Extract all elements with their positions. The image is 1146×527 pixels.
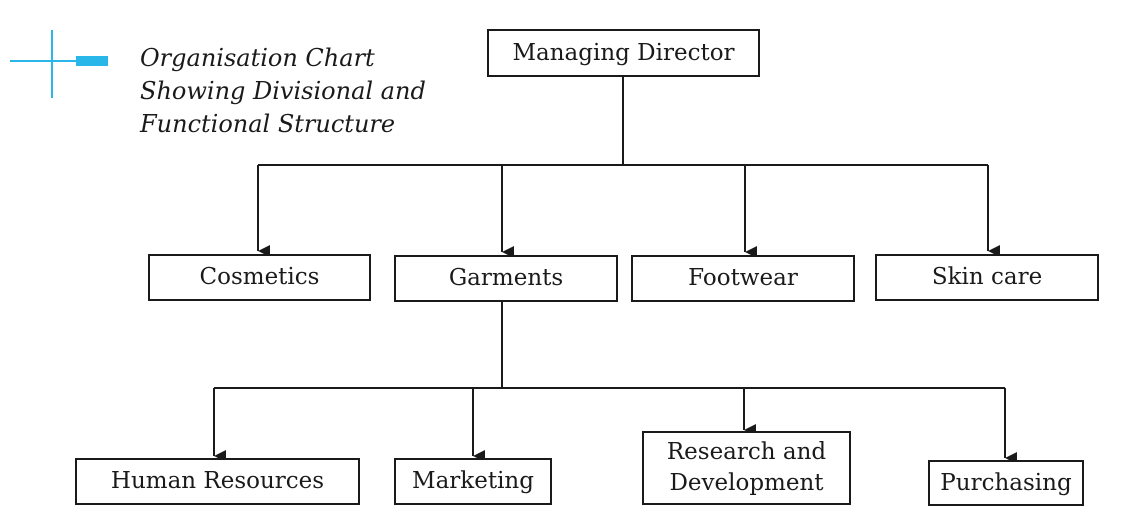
node-label: Cosmetics <box>199 264 320 290</box>
node-footwear: Footwear <box>631 255 855 302</box>
caption-line-2: Showing Divisional and <box>140 77 426 105</box>
node-skin-care: Skin care <box>875 254 1099 301</box>
caption-line-1: Organisation Chart <box>140 44 375 72</box>
diagram-caption: Organisation Chart Showing Divisional an… <box>140 42 426 141</box>
node-label: Purchasing <box>940 469 1072 496</box>
cross-mark-icon <box>10 30 108 98</box>
node-label: Managing Director <box>512 39 735 66</box>
node-managing-director: Managing Director <box>487 29 760 77</box>
node-label: Garments <box>448 265 564 291</box>
node-label: Skin care <box>931 264 1043 290</box>
node-research-and-development: Research and Development <box>642 431 851 505</box>
node-label: Footwear <box>688 265 798 291</box>
node-label-line-2: Development <box>669 470 824 496</box>
node-cosmetics: Cosmetics <box>148 254 371 301</box>
node-human-resources: Human Resources <box>75 458 360 505</box>
node-marketing: Marketing <box>394 458 552 505</box>
caption-line-3: Functional Structure <box>140 110 396 138</box>
node-garments: Garments <box>394 255 618 302</box>
node-purchasing: Purchasing <box>928 460 1084 506</box>
node-label: Human Resources <box>110 468 325 494</box>
node-label: Marketing <box>412 468 534 494</box>
node-label-line-1: Research and <box>666 439 827 465</box>
